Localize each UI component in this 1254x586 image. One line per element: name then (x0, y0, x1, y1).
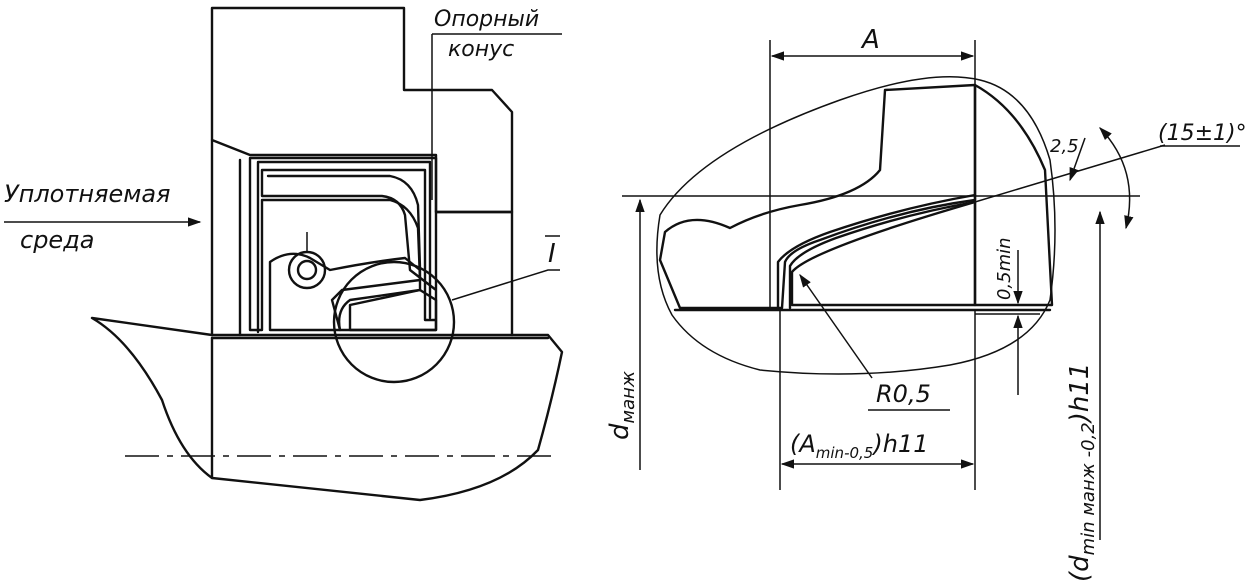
shaft-outline (90, 316, 564, 502)
dim-dtol-main: (d (1065, 555, 1095, 582)
dim-d-main: d (605, 423, 635, 440)
label-support-cone-1: Опорный (434, 7, 539, 32)
dim-angle-label: (15±1)° (1158, 121, 1247, 146)
dim-radius-leader (799, 273, 873, 379)
detail-housing-section (973, 83, 1054, 307)
support-cone (348, 288, 438, 332)
label-sealed-medium-1: Уплотняемая (4, 180, 170, 208)
dim-dtol-sub: min манж -0,2 (1078, 422, 1099, 555)
housing-wall (210, 138, 514, 337)
detail-I-leader (451, 269, 560, 301)
dim-Atol-label: (Amin-0,5)h11 (790, 430, 928, 462)
dim-Atol-main: (A (790, 430, 816, 458)
dim-Atol-sub: min-0,5 (816, 444, 874, 462)
dim-chamfer-label: 2,5 (1050, 136, 1079, 157)
dim-dtol-label: (dmin манж -0,2)h11 (1065, 363, 1099, 582)
label-sealed-medium-2: среда (20, 226, 95, 254)
detail-cuff-section (658, 83, 977, 310)
dim-radius-label: R0,5 (876, 380, 931, 408)
detail-insert-edge (776, 193, 977, 310)
dim-A-label: A (860, 25, 880, 55)
detail-view: A 2,5 (15±1)° 0,5min R0,5 (Amin-0,5)h11 … (605, 25, 1247, 582)
dim-d-sub: манж (618, 370, 639, 423)
label-support-cone-2: конус (448, 37, 514, 62)
cuff-lip (268, 252, 422, 332)
dim-dtol-tail: )h11 (1065, 363, 1095, 425)
detail-break-outline (656, 76, 1056, 375)
garter-spring-inner (296, 259, 318, 281)
detail-I-label: I (548, 239, 556, 269)
detail-circle-I (332, 260, 456, 384)
dim-min-label: 0,5min (994, 237, 1015, 300)
metal-insert (256, 160, 432, 334)
dim-d-label: dманж (605, 370, 639, 440)
dim-Atol-tail: )h11 (871, 430, 928, 458)
detail-support-cone (790, 200, 977, 307)
dim-chamfer-leader (1069, 137, 1086, 182)
left-assembly-view: I Опорный конус Уплотняемая среда (4, 6, 564, 502)
dim-angle-arc (1099, 127, 1134, 230)
